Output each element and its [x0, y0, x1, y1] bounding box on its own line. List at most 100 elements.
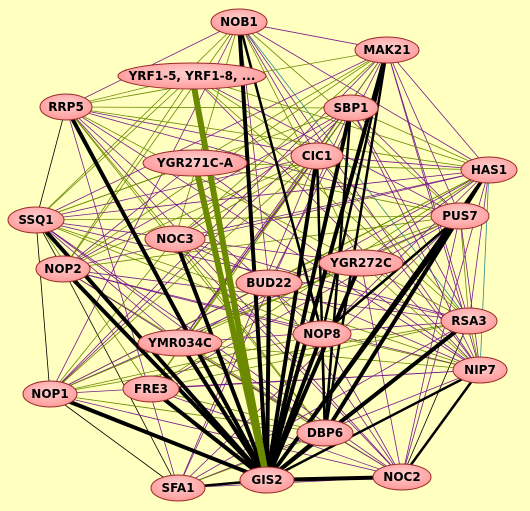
edge-sfa1-nop1	[49, 393, 179, 489]
edge-gis2-noc3	[173, 237, 269, 482]
node-label: BUD22	[246, 276, 292, 290]
edge-nop8-pus7	[320, 214, 462, 336]
node-ellipse[interactable]	[323, 94, 379, 122]
edge-has1-nip7	[479, 169, 490, 371]
node-bud22[interactable]: BUD22	[235, 269, 303, 297]
edge-ymr034c-noc2	[179, 342, 403, 478]
node-nop8[interactable]: NOP8	[292, 320, 352, 348]
node-noc3[interactable]: NOC3	[144, 225, 206, 253]
edge-dbp6-pus7	[323, 214, 462, 435]
node-label: YMR034C	[147, 336, 212, 350]
node-pus7[interactable]: PUS7	[430, 202, 490, 230]
node-nop1[interactable]: NOP1	[22, 380, 78, 408]
node-label: RSA3	[451, 314, 487, 328]
node-sfa1[interactable]: SFA1	[150, 474, 206, 502]
node-ellipse[interactable]	[235, 269, 303, 297]
node-mak21[interactable]: MAK21	[354, 36, 420, 64]
node-label: NOP1	[31, 387, 68, 401]
node-ellipse[interactable]	[296, 419, 354, 447]
node-ellipse[interactable]	[372, 463, 432, 491]
node-label: YRF1-5, YRF1-8, ...	[128, 69, 256, 83]
node-ellipse[interactable]	[452, 356, 508, 384]
node-ellipse[interactable]	[122, 375, 180, 403]
edge-rrp5-cic1	[65, 106, 318, 157]
node-label: SSQ1	[18, 213, 53, 227]
node-ellipse[interactable]	[440, 307, 498, 335]
node-ygr272c[interactable]: YGR272C	[318, 249, 404, 277]
edge-gis2-nip7	[265, 368, 482, 482]
edge-cic1-sfa1	[177, 155, 318, 489]
node-cic1[interactable]: CIC1	[290, 142, 344, 170]
node-nip7[interactable]: NIP7	[452, 356, 508, 384]
node-ymr034c[interactable]: YMR034C	[137, 329, 223, 357]
edge-yrf1-nip7	[191, 75, 481, 371]
edge-nob1-noc3	[174, 21, 240, 240]
edge-dbp6-mak21	[323, 48, 389, 435]
edge-gis2-ymr034c	[178, 341, 269, 482]
node-ellipse[interactable]	[290, 142, 344, 170]
node-ellipse[interactable]	[150, 474, 206, 502]
edge-gis2-cic1	[265, 154, 319, 482]
node-ellipse[interactable]	[354, 36, 420, 64]
edge-nop1-cic1	[49, 155, 318, 395]
node-ssq1[interactable]: SSQ1	[7, 206, 65, 234]
node-ellipse[interactable]	[22, 380, 78, 408]
edge-mak21-has1	[386, 49, 490, 171]
node-dbp6[interactable]: DBP6	[296, 419, 354, 447]
edge-ygr271ca-nop2	[62, 162, 196, 270]
edge-nop2-sbp1	[62, 107, 352, 270]
edge-ygr272c-nip7	[360, 262, 481, 371]
node-label: NOC2	[383, 470, 420, 484]
node-ellipse[interactable]	[292, 320, 352, 348]
node-ellipse[interactable]	[39, 93, 93, 121]
node-ellipse[interactable]	[144, 225, 206, 253]
node-sbp1[interactable]: SBP1	[323, 94, 379, 122]
edge-has1-sbp1	[350, 107, 490, 171]
edge-ygr272c-has1	[360, 169, 490, 264]
node-nob1[interactable]: NOB1	[210, 8, 268, 36]
node-ellipse[interactable]	[460, 156, 518, 184]
node-label: PUS7	[442, 209, 478, 223]
edge-pus7-sfa1	[177, 215, 461, 489]
node-label: NOC3	[156, 232, 193, 246]
node-ellipse[interactable]	[142, 149, 248, 177]
node-ellipse[interactable]	[137, 329, 223, 357]
node-label: FRE3	[134, 382, 168, 396]
node-ellipse[interactable]	[210, 8, 268, 36]
node-gis2[interactable]: GIS2	[239, 466, 295, 494]
edge-rrp5-sbp1	[65, 106, 352, 109]
edge-pus7-noc2	[401, 215, 461, 478]
edge-nop8-has1	[321, 169, 490, 335]
edge-ssq1-cic1	[35, 155, 318, 221]
edge-bud22-has1	[268, 169, 490, 284]
node-fre3[interactable]: FRE3	[122, 375, 180, 403]
edge-nop8-ssq1	[35, 219, 323, 335]
edge-gis2-ygr272c	[265, 261, 363, 482]
node-rrp5[interactable]: RRP5	[39, 93, 93, 121]
node-ellipse[interactable]	[430, 202, 490, 230]
edge-rrp5-ssq1	[35, 106, 67, 221]
node-noc2[interactable]: NOC2	[372, 463, 432, 491]
node-label: SFA1	[161, 481, 194, 495]
node-rsa3[interactable]: RSA3	[440, 307, 498, 335]
edge-yrf1-ssq1	[35, 75, 193, 221]
node-ellipse[interactable]	[7, 206, 65, 234]
edge-mak21-noc3	[174, 49, 388, 240]
node-nop2[interactable]: NOP2	[35, 255, 91, 283]
node-ellipse[interactable]	[117, 62, 267, 90]
edge-has1-rsa3	[468, 169, 490, 322]
edge-noc3-noc2	[174, 238, 403, 478]
node-yrf1[interactable]: YRF1-5, YRF1-8, ...	[117, 62, 267, 90]
node-label: NIP7	[464, 363, 496, 377]
node-label: YGR272C	[329, 256, 392, 270]
edge-rrp5-nop8	[65, 106, 323, 335]
node-has1[interactable]: HAS1	[460, 156, 518, 184]
node-ellipse[interactable]	[35, 255, 91, 283]
node-ellipse[interactable]	[318, 249, 404, 277]
edge-gis2-nop1	[48, 392, 269, 482]
edge-gis2-nob1	[237, 20, 269, 482]
node-ygr271ca[interactable]: YGR271C-A	[142, 149, 248, 177]
edge-ssq1-nop1	[35, 219, 51, 395]
node-ellipse[interactable]	[239, 466, 295, 494]
